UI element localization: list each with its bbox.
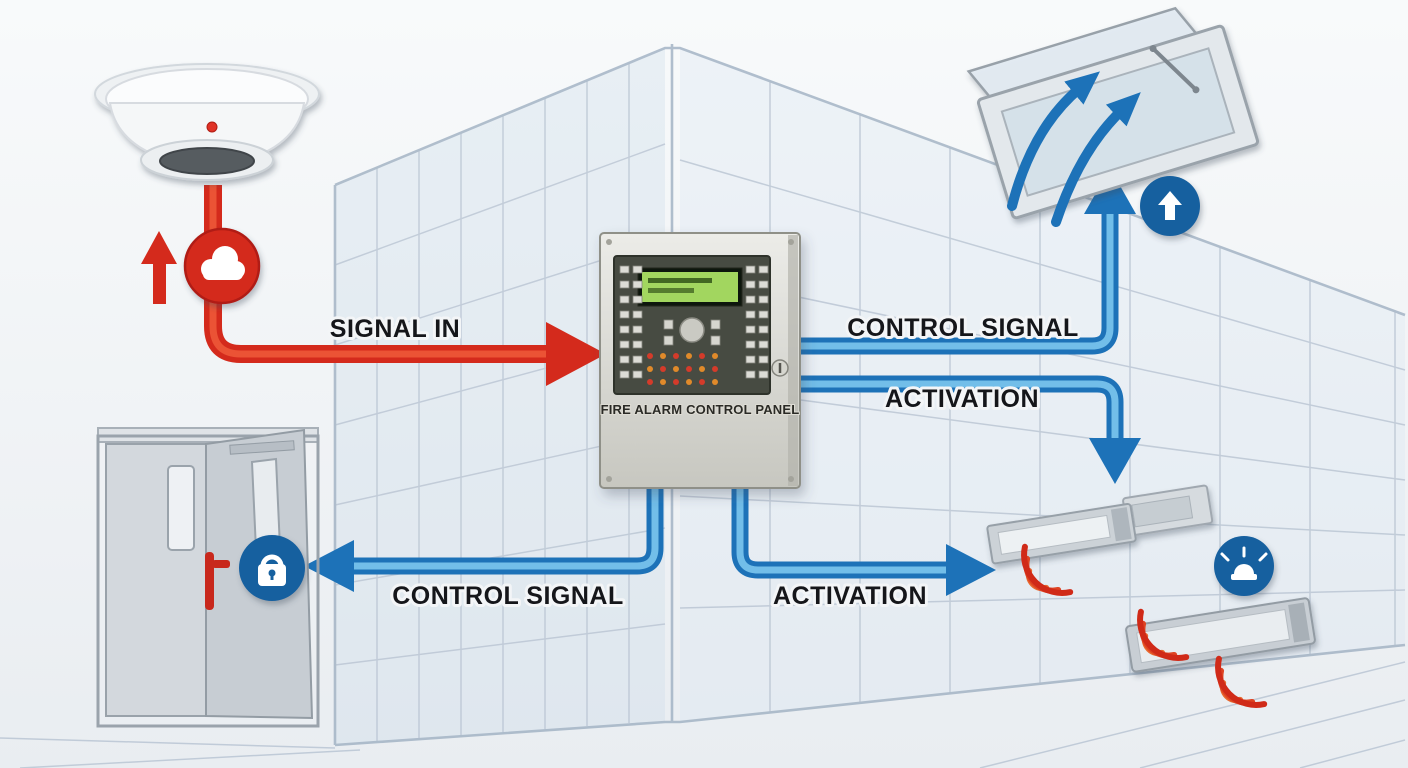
panel-zone-switches xyxy=(619,265,769,379)
siren-badge xyxy=(1214,536,1274,596)
arrowhead-up xyxy=(1084,168,1136,214)
detector-led xyxy=(206,121,218,133)
smoke-cloud-icon xyxy=(201,246,245,280)
label-activation-top: ACTIVATION xyxy=(885,385,1039,413)
smoke-detector xyxy=(94,63,320,181)
panic-bar xyxy=(205,552,214,610)
panel-label: FIRE ALARM CONTROL PANEL xyxy=(601,402,800,417)
label-control-signal-bottom: CONTROL SIGNAL xyxy=(392,582,624,610)
label-activation-bottom: ACTIVATION xyxy=(773,582,927,610)
pipe-activation-top xyxy=(800,375,1141,484)
label-control-signal-top: CONTROL SIGNAL xyxy=(847,314,1079,342)
arrowhead-left xyxy=(304,540,354,592)
door-closer xyxy=(229,440,295,455)
panel-nav-cluster xyxy=(663,317,721,346)
smoke-cloud-badge xyxy=(183,227,261,305)
lock-badge xyxy=(239,535,305,601)
lock-icon xyxy=(258,554,286,586)
window-arm xyxy=(1151,47,1198,92)
pipe-activation-bottom xyxy=(731,486,996,596)
wind-flow-arrows xyxy=(1007,71,1141,227)
pipe-control-signal-top xyxy=(800,168,1136,355)
up-arrow-badge xyxy=(1140,176,1200,236)
window-vent xyxy=(966,6,1260,220)
signal-in-arrowhead xyxy=(546,322,606,386)
panel-key-lock xyxy=(771,359,789,377)
control-panel: FIRE ALARM CONTROL PANEL xyxy=(599,232,801,489)
door-vision-panel-left xyxy=(167,465,195,551)
pipe-control-signal-bottom xyxy=(304,486,664,592)
arrowhead-down xyxy=(1089,438,1141,484)
panel-display xyxy=(637,267,743,307)
emergency-light-small xyxy=(1122,484,1214,537)
signal-in-pipe xyxy=(204,185,606,386)
arrowhead-right xyxy=(946,544,996,596)
panel-led-grid xyxy=(647,353,718,385)
label-signal-in: SIGNAL IN xyxy=(330,315,460,343)
up-arrow-icon xyxy=(1158,191,1182,220)
red-up-arrow-icon xyxy=(141,231,177,304)
siren-icon xyxy=(1220,546,1268,580)
